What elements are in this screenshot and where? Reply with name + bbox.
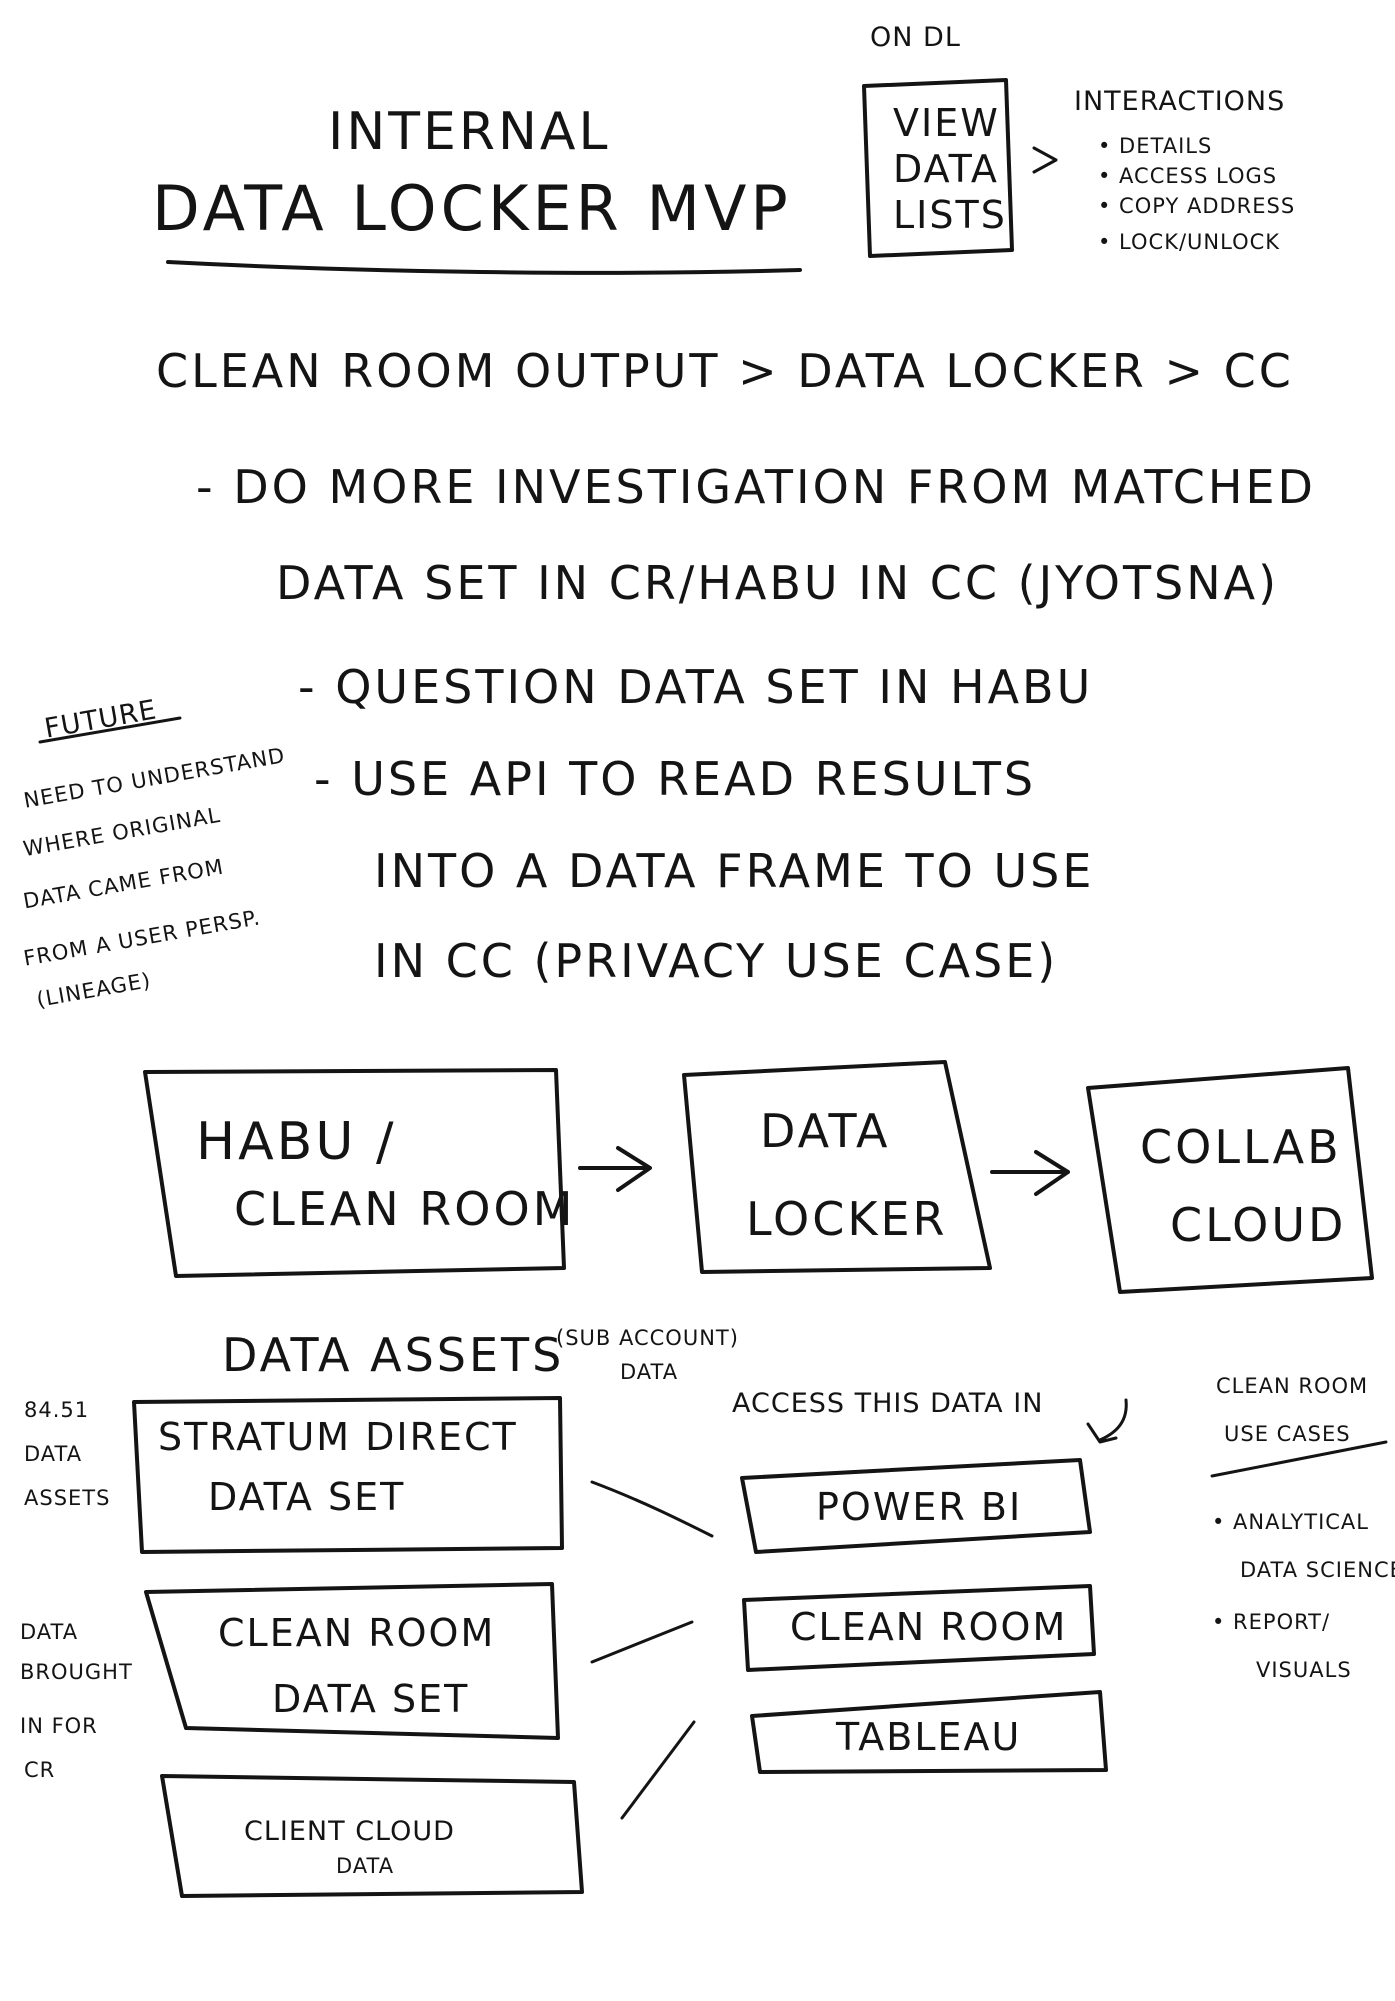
side-label-8451-line3: ASSETS	[24, 1486, 111, 1510]
habu-box-line1: HABU /	[196, 1112, 397, 1172]
future-underline	[38, 716, 182, 744]
on-dl-heading: ON DL	[870, 22, 961, 53]
note-line-5: INTO A DATA FRAME TO USE	[374, 844, 1095, 898]
clean-room-tool-box	[742, 1584, 1096, 1672]
use-case-report: • REPORT/	[1212, 1610, 1331, 1634]
clean-room-set-line1: CLEAN ROOM	[218, 1611, 496, 1655]
connector-3	[620, 1720, 696, 1820]
stratum-direct-box	[132, 1396, 564, 1554]
use-case-analytical: • ANALYTICAL	[1212, 1510, 1369, 1534]
interaction-copy-address: • COPY ADDRESS	[1098, 194, 1296, 218]
tool-tableau: TABLEAU	[836, 1715, 1022, 1759]
view-data-lists-line2: DATA	[893, 147, 999, 191]
collab-box-line1: COLLAB	[1140, 1120, 1342, 1174]
view-data-lists-line1: VIEW	[893, 101, 1000, 145]
access-heading: ACCESS THIS DATA IN	[732, 1388, 1044, 1419]
title-line2: DATA LOCKER MVP	[152, 172, 792, 245]
data-assets-heading: DATA ASSETS	[222, 1328, 565, 1382]
interaction-lock-unlock: • LOCK/UNLOCK	[1098, 230, 1281, 254]
side-label-brought-line4: CR	[24, 1758, 56, 1782]
side-label-brought-line2: BROUGHT	[20, 1660, 133, 1684]
data-assets-sub-line2: DATA	[620, 1360, 679, 1384]
view-data-lists-line3: LISTS	[893, 193, 1007, 237]
clean-room-set-line2: DATA SET	[272, 1677, 470, 1721]
use-cases-underline	[1210, 1440, 1388, 1478]
stratum-box-line2: DATA SET	[208, 1475, 406, 1519]
connector-1	[590, 1480, 714, 1538]
note-line-2: DATA SET IN CR/HABU IN CC (JYOTSNA)	[276, 556, 1280, 610]
client-cloud-line1: CLIENT CLOUD	[244, 1816, 455, 1847]
tableau-box	[750, 1690, 1108, 1774]
use-cases-heading-line1: CLEAN ROOM	[1216, 1374, 1369, 1398]
title-line1: INTERNAL	[328, 102, 611, 162]
title-underline	[166, 260, 802, 275]
habu-clean-room-box	[143, 1068, 566, 1278]
habu-box-line2: CLEAN ROOM	[234, 1182, 576, 1236]
flow-arrow-1	[578, 1146, 652, 1192]
interactions-heading: INTERACTIONS	[1074, 86, 1286, 117]
data-locker-box	[682, 1060, 992, 1274]
connector-2	[590, 1620, 694, 1664]
stratum-box-line1: STRATUM DIRECT	[158, 1415, 518, 1459]
use-cases-heading-line2: USE CASES	[1224, 1422, 1351, 1446]
collab-box-line2: CLOUD	[1170, 1198, 1347, 1252]
access-arrow	[1086, 1398, 1128, 1444]
clean-room-data-set-box	[144, 1582, 560, 1740]
collab-cloud-box	[1086, 1066, 1374, 1294]
side-label-8451-line1: 84.51	[24, 1398, 90, 1422]
tool-clean-room: CLEAN ROOM	[790, 1605, 1068, 1649]
locker-box-line1: DATA	[760, 1104, 891, 1158]
client-cloud-data-box	[160, 1774, 584, 1898]
flow-line: CLEAN ROOM OUTPUT > DATA LOCKER > CC	[156, 344, 1294, 398]
interaction-details: • DETAILS	[1098, 134, 1213, 158]
data-assets-sub-line1: (SUB ACCOUNT)	[556, 1326, 739, 1350]
note-line-1: - DO MORE INVESTIGATION FROM MATCHED	[196, 460, 1316, 514]
use-case-data-science: DATA SCIENCE	[1240, 1558, 1395, 1582]
interactions-arrow	[1032, 146, 1058, 174]
flow-arrow-2	[990, 1150, 1070, 1196]
view-data-lists-box	[862, 78, 1014, 258]
side-label-brought-line3: IN FOR	[20, 1714, 98, 1738]
locker-box-line2: LOCKER	[746, 1192, 948, 1246]
side-label-8451-line2: DATA	[24, 1442, 83, 1466]
use-case-visuals: VISUALS	[1256, 1658, 1352, 1682]
power-bi-box	[740, 1458, 1092, 1554]
note-line-4: - USE API TO READ RESULTS	[314, 752, 1037, 806]
note-line-3: - QUESTION DATA SET IN HABU	[298, 660, 1094, 714]
tool-power-bi: POWER BI	[816, 1485, 1023, 1529]
interaction-access-logs: • ACCESS LOGS	[1098, 164, 1278, 188]
client-cloud-line2: DATA	[336, 1854, 395, 1878]
note-line-6: IN CC (PRIVACY USE CASE)	[374, 934, 1059, 988]
side-label-brought-line1: DATA	[20, 1620, 79, 1644]
